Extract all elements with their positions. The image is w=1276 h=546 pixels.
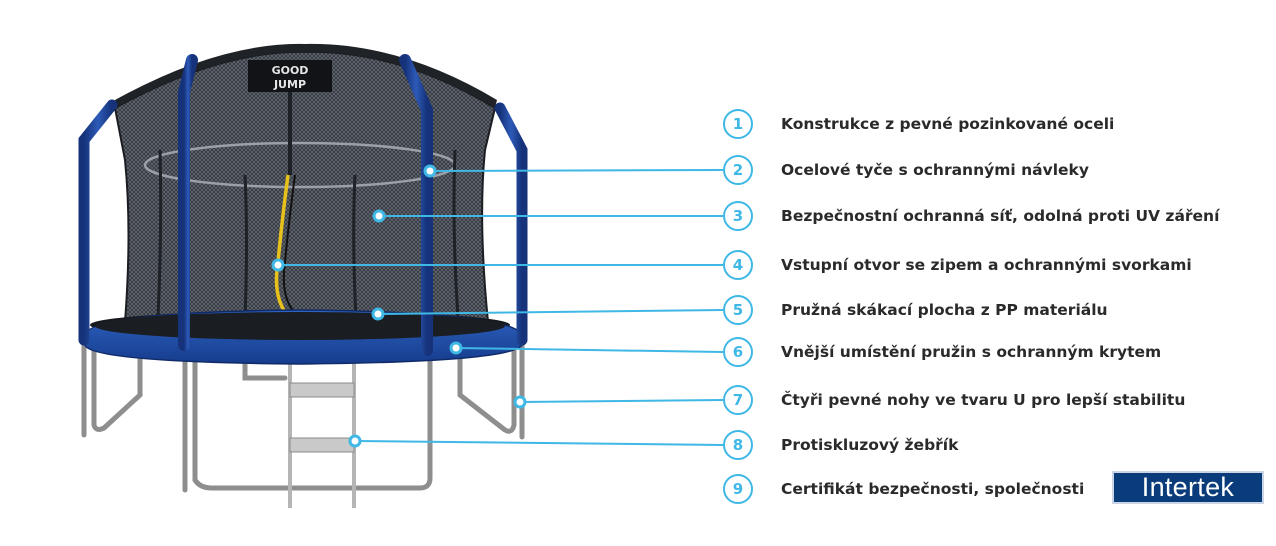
callout-dot — [423, 164, 437, 178]
feature-number: 1 — [723, 109, 753, 139]
callout-dot — [271, 258, 285, 272]
callout-dot — [348, 434, 362, 448]
feature-item: 2 Ocelové tyče s ochrannými návleky — [723, 154, 1089, 186]
frame-pad — [84, 309, 523, 365]
feature-label: Certifikát bezpečnosti, společnosti — [781, 480, 1085, 498]
feature-number: 7 — [723, 385, 753, 415]
callout-dot — [371, 307, 385, 321]
feature-number: 8 — [723, 430, 753, 460]
svg-text:JUMP: JUMP — [273, 78, 306, 91]
callout-dot — [372, 209, 386, 223]
steel-legs — [81, 337, 525, 493]
feature-number: 3 — [723, 201, 753, 231]
feature-number: 4 — [723, 250, 753, 280]
callout-line — [519, 399, 724, 403]
callout-line — [354, 440, 724, 446]
feature-label: Vnější umístění pružin s ochranným kryte… — [781, 343, 1162, 361]
feature-label: Bezpečnostní ochranná síť, odolná proti … — [781, 207, 1220, 225]
feature-label: Čtyři pevné nohy ve tvaru U pro lepší st… — [781, 391, 1186, 409]
callout-line — [429, 169, 724, 172]
ladder — [288, 345, 356, 508]
svg-text:GOOD: GOOD — [272, 64, 309, 77]
safety-net — [113, 50, 497, 330]
padded-poles — [78, 54, 528, 356]
feature-label: Ocelové tyče s ochrannými návleky — [781, 161, 1089, 179]
feature-item: 6 Vnější umístění pružin s ochranným kryt… — [723, 336, 1161, 368]
feature-label: Pružná skákací plocha z PP materiálu — [781, 301, 1108, 319]
feature-item: 5 Pružná skákací plocha z PP materiálu — [723, 294, 1108, 326]
callout-line — [455, 347, 724, 353]
feature-label: Konstrukce z pevné pozinkované oceli — [781, 115, 1115, 133]
intertek-logo: Intertek — [1112, 471, 1264, 504]
feature-item: 7 Čtyři pevné nohy ve tvaru U pro lepší s… — [723, 384, 1185, 416]
callout-dot — [449, 341, 463, 355]
feature-label: Protiskluzový žebřík — [781, 436, 959, 454]
callout-dot — [513, 395, 527, 409]
feature-number: 2 — [723, 155, 753, 185]
feature-item: 8 Protiskluzový žebřík — [723, 429, 958, 461]
feature-number: 6 — [723, 337, 753, 367]
feature-number: 5 — [723, 295, 753, 325]
feature-item: 1 Konstrukce z pevné pozinkované oceli — [723, 108, 1114, 140]
callout-line — [377, 309, 724, 315]
good-jump-logo: GOOD JUMP — [248, 60, 332, 92]
feature-number: 9 — [723, 474, 753, 504]
feature-item: 9 Certifikát bezpečnosti, společnosti — [723, 473, 1084, 505]
feature-item: 3 Bezpečnostní ochranná síť, odolná proti… — [723, 200, 1219, 232]
feature-label: Vstupní otvor se zipem a ochrannými svor… — [781, 256, 1192, 274]
feature-item: 4 Vstupní otvor se zipem a ochrannými svo… — [723, 249, 1192, 281]
callout-leaders — [271, 164, 724, 448]
